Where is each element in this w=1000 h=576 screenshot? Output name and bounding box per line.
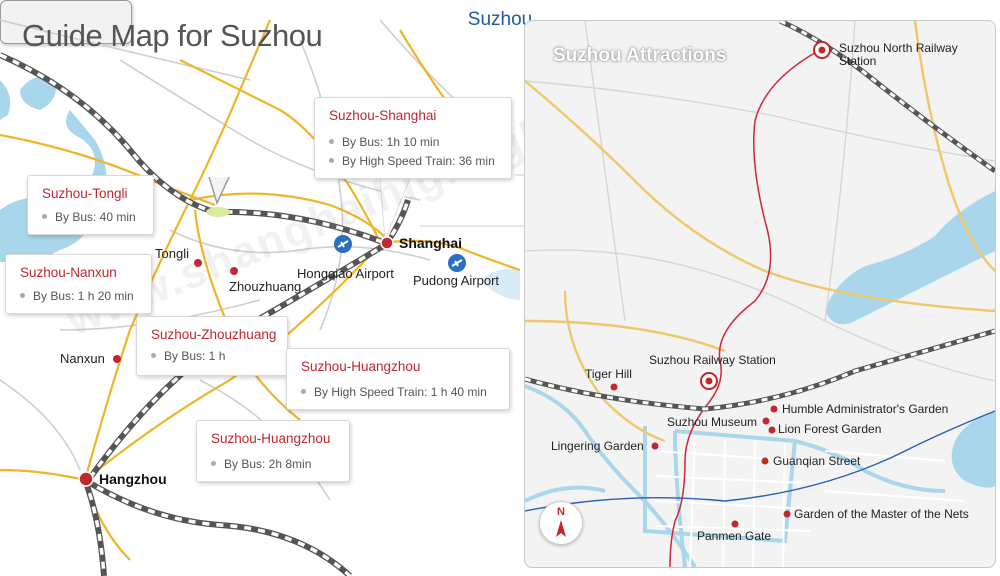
route-card-tongli: Suzhou-Tongli By Bus: 40 min xyxy=(27,175,154,235)
city-label-nanxun: Nanxun xyxy=(60,351,105,366)
attraction-dot xyxy=(610,383,618,391)
route-detail: By Bus: 40 min xyxy=(42,210,136,224)
route-detail: By High Speed Train: 1 h 40 min xyxy=(301,385,487,399)
attraction-tiger-hill: Tiger Hill xyxy=(585,367,632,381)
city-label-zhouzhuang: Zhouzhuang xyxy=(229,279,302,294)
blue-route xyxy=(525,410,995,512)
route-title: Suzhou-Nanxun xyxy=(20,265,117,280)
lake-small xyxy=(20,76,56,110)
suzhou-area xyxy=(206,207,230,217)
attraction-master-nets: Garden of the Master of the Nets xyxy=(794,507,969,521)
inset-title: Suzhou Attractions xyxy=(553,45,727,66)
attraction-dot xyxy=(783,510,791,518)
route-detail: By Bus: 1 h 20 min xyxy=(20,289,134,303)
route-detail: By Bus: 1 h xyxy=(151,349,225,363)
zhouzhuang-dot xyxy=(230,267,238,275)
suzhou-label-text: Suzhou xyxy=(467,9,533,30)
suzhou-bubble-pointer xyxy=(208,177,230,206)
hangzhou-dot xyxy=(78,471,94,487)
attraction-lion-forest: Lion Forest Garden xyxy=(778,422,882,436)
attraction-dot xyxy=(761,457,769,465)
attraction-humble-admin: Humble Administrator's Garden xyxy=(782,402,949,416)
metro-line xyxy=(669,50,819,567)
route-title: Suzhou-Shanghai xyxy=(329,108,437,123)
route-title: Suzhou-Tongli xyxy=(42,186,128,201)
inset-map-graphic xyxy=(525,21,995,567)
attractions-inset-map: Suzhou Attractions Suzhou North Railway … xyxy=(524,20,996,568)
route-card-hangzhou-bus: Suzhou-Huangzhou By Bus: 2h 8min xyxy=(196,420,350,482)
station-icon xyxy=(813,41,831,59)
coast-water xyxy=(480,268,520,300)
attraction-suzhou-museum: Suzhou Museum xyxy=(667,415,758,429)
attraction-dot xyxy=(770,405,778,413)
route-card-hangzhou-train: Suzhou-Huangzhou By High Speed Train: 1 … xyxy=(286,348,510,410)
lake-east-top xyxy=(825,191,995,325)
route-detail: By Bus: 2h 8min xyxy=(211,457,311,471)
route-detail: By High Speed Train: 36 min xyxy=(329,154,495,168)
shanghai-dot xyxy=(380,236,394,250)
city-label-tongli: Tongli xyxy=(155,246,189,261)
compass-needle xyxy=(556,520,566,537)
route-title: Suzhou-Huangzhou xyxy=(301,359,421,374)
north-station-line2: Station xyxy=(839,54,877,68)
tongli-dot xyxy=(194,259,202,267)
lake-left xyxy=(0,80,11,120)
city-label-hongqiao: Hongqiao Airport xyxy=(297,266,394,281)
city-label-pudong: Pudong Airport xyxy=(413,273,500,288)
lake-east-bottom xyxy=(951,411,995,488)
compass-icon: N xyxy=(539,501,583,545)
airplane-icon xyxy=(448,254,466,272)
attraction-panmen: Panmen Gate xyxy=(697,529,772,543)
nanxun-dot xyxy=(113,355,121,363)
route-detail: By Bus: 1h 10 min xyxy=(329,135,439,149)
route-title: Suzhou-Huangzhou xyxy=(211,431,331,446)
attraction-dot xyxy=(651,442,659,450)
railway-station-label: Suzhou Railway Station xyxy=(649,353,776,367)
attraction-lingering: Lingering Garden xyxy=(551,439,644,453)
north-station-label: Suzhou North Railway Station xyxy=(839,42,958,68)
route-card-nanxun: Suzhou-Nanxun By Bus: 1 h 20 min xyxy=(5,254,152,314)
route-card-zhouzhuang: Suzhou-Zhouzhuang By Bus: 1 h xyxy=(136,316,288,376)
city-label-hangzhou: Hangzhou xyxy=(99,471,167,487)
attraction-guanqian: Guanqian Street xyxy=(773,454,861,468)
page-title: Guide Map for Suzhou xyxy=(22,18,323,53)
station-icon xyxy=(700,372,718,390)
attraction-dot xyxy=(731,520,739,528)
attraction-dot xyxy=(768,426,776,434)
city-label-shanghai: Shanghai xyxy=(399,235,463,251)
airplane-icon xyxy=(334,235,352,253)
north-station-line1: Suzhou North Railway xyxy=(839,41,958,55)
route-title: Suzhou-Zhouzhuang xyxy=(151,327,277,342)
compass-north: N xyxy=(557,506,565,518)
attraction-dot xyxy=(762,417,770,425)
route-card-shanghai: Suzhou-Shanghai By Bus: 1h 10 min By Hig… xyxy=(314,97,512,179)
